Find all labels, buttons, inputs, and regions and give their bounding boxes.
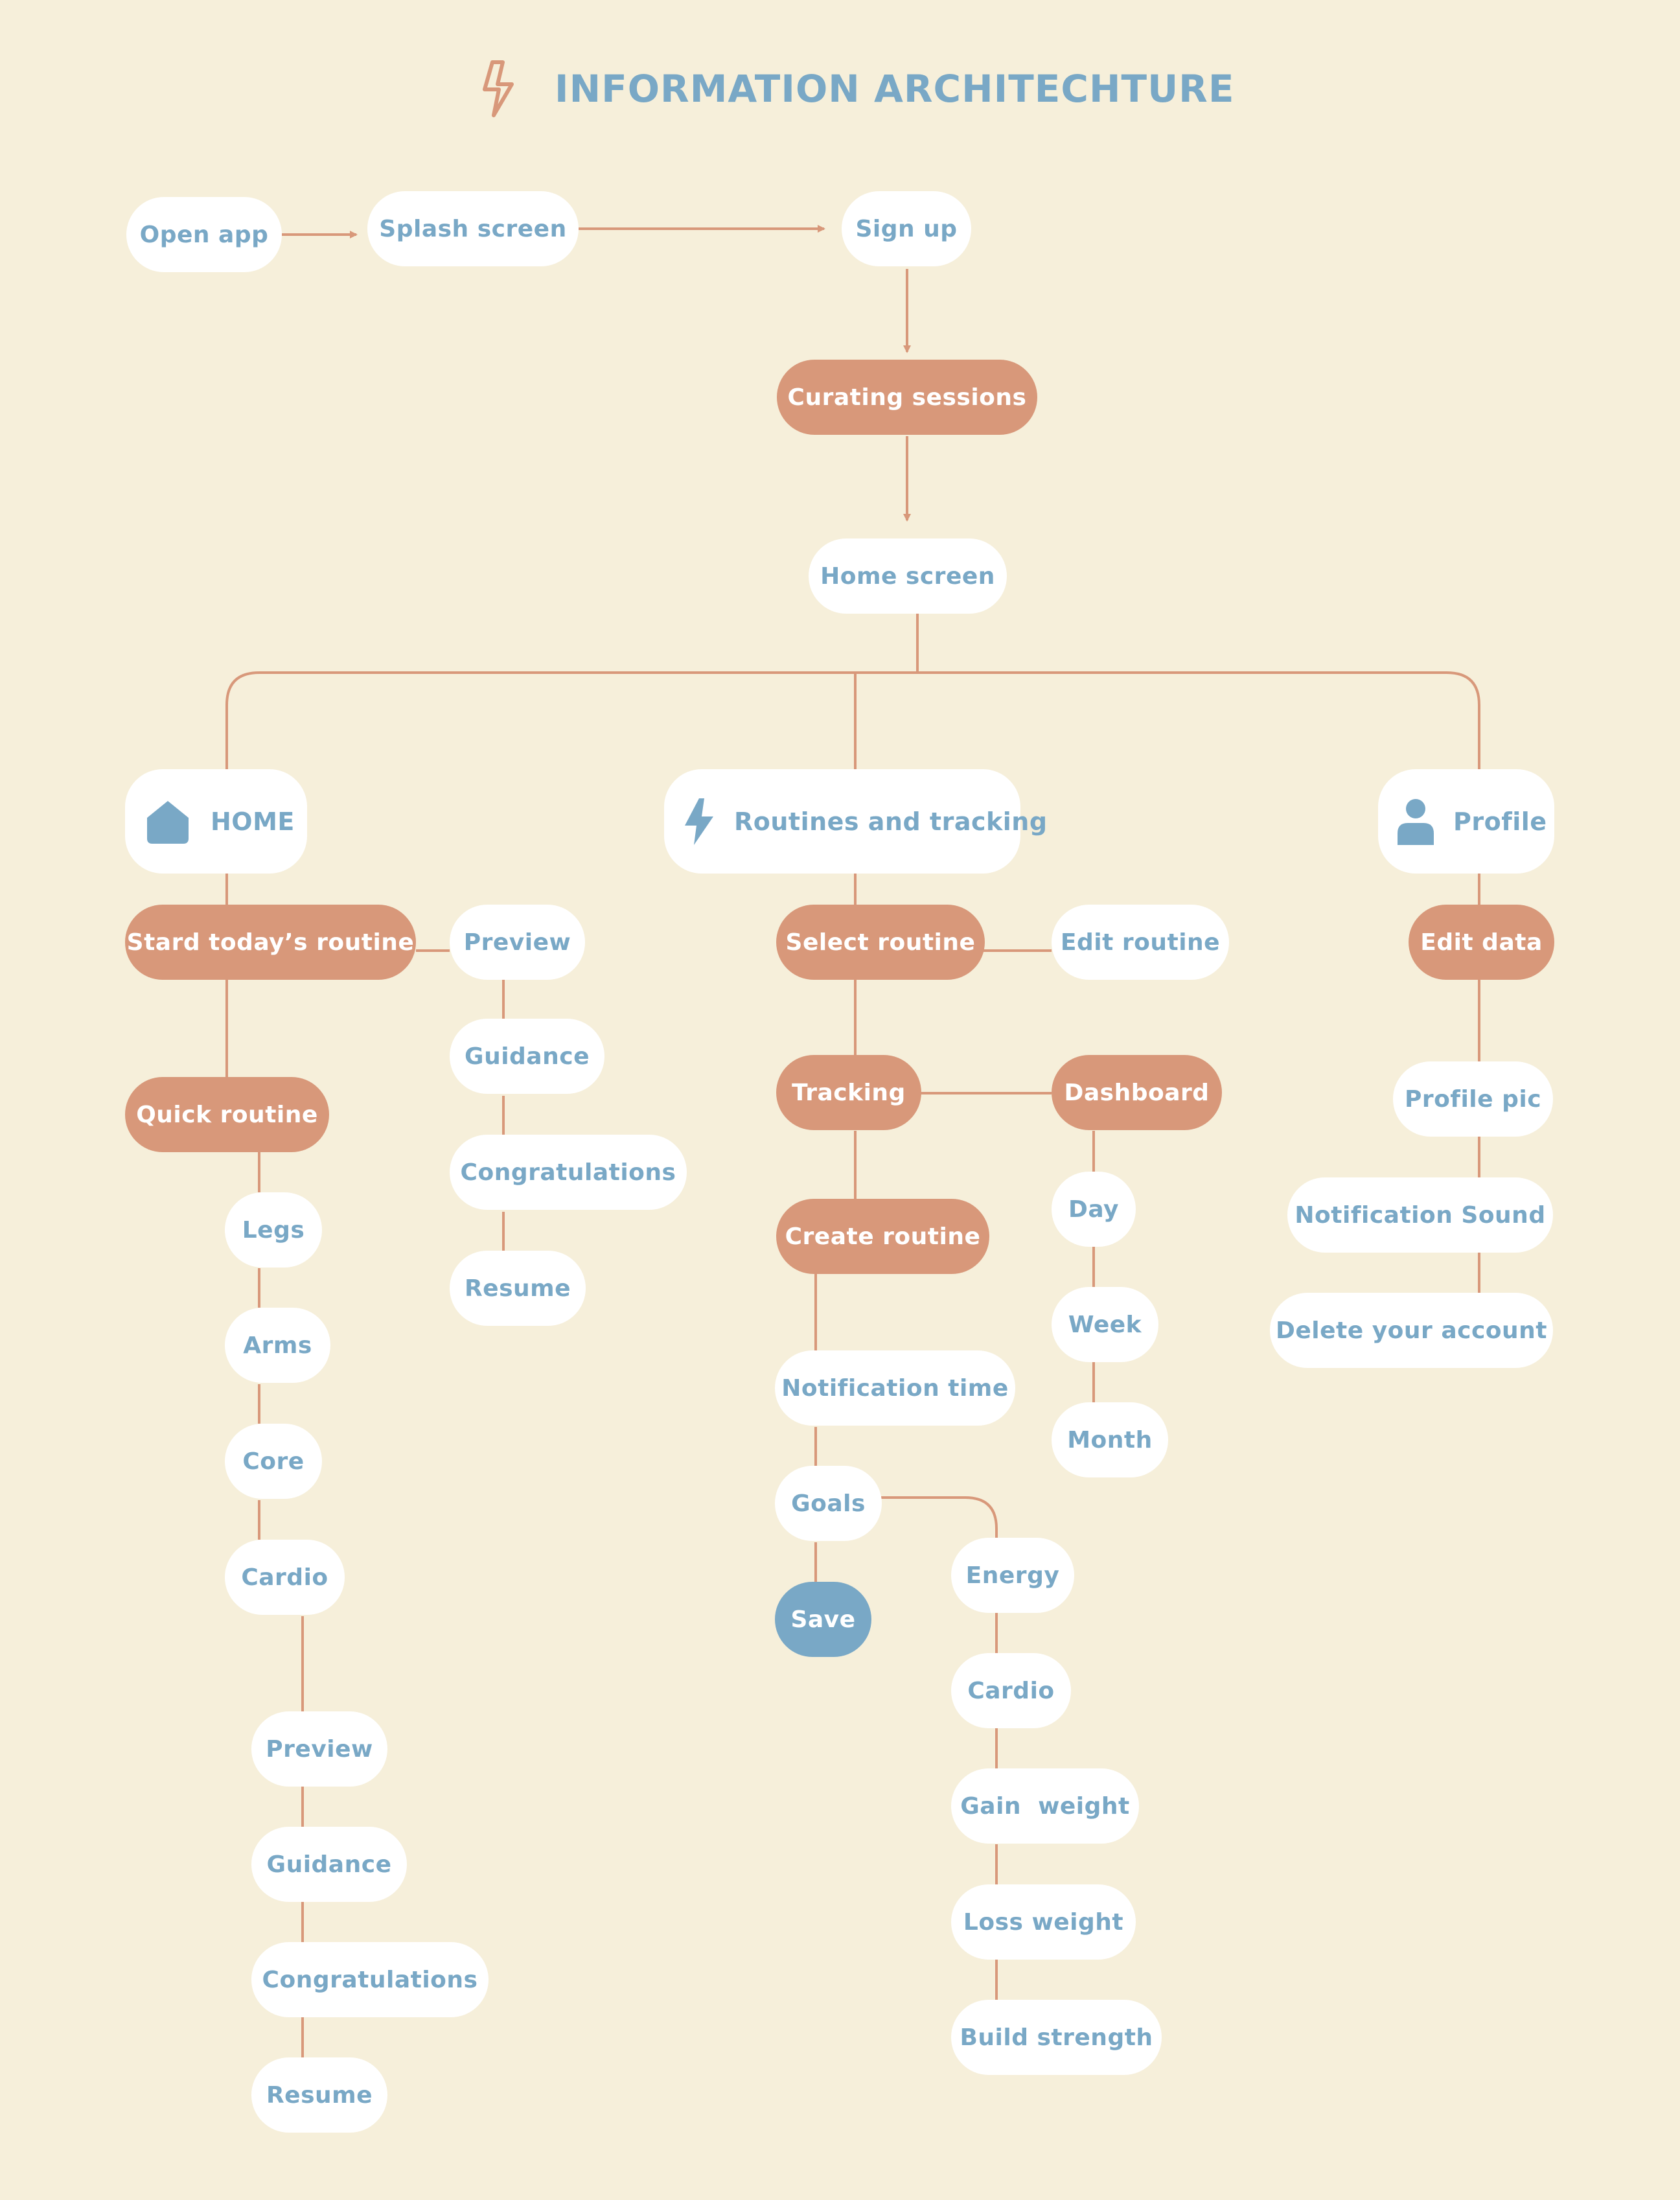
home-icon <box>147 800 189 844</box>
node-splash-screen: Splash screen <box>367 191 579 266</box>
node-save: Save <box>775 1582 871 1657</box>
node-month: Month <box>1052 1402 1168 1477</box>
section-profile-label: Profile <box>1453 807 1547 836</box>
node-create-routine: Create routine <box>776 1199 989 1274</box>
node-edit-routine: Edit routine <box>1052 905 1229 980</box>
page-title: INFORMATION ARCHITECHTURE <box>555 67 1235 111</box>
node-sign-up: Sign up <box>842 191 971 266</box>
node-week: Week <box>1052 1287 1158 1362</box>
node-quick-routine: Quick routine <box>125 1077 329 1152</box>
node-preview-2: Preview <box>251 1711 387 1787</box>
diagram-title: INFORMATION ARCHITECHTURE <box>479 60 1234 118</box>
section-routines-label: Routines and tracking <box>734 807 1048 836</box>
node-cardio-goal: Cardio <box>951 1653 1071 1728</box>
section-home-label: HOME <box>211 807 295 836</box>
node-loss-weight: Loss weight <box>951 1884 1136 1960</box>
section-profile: Profile <box>1378 769 1554 874</box>
node-dashboard: Dashboard <box>1052 1055 1222 1130</box>
section-routines: Routines and tracking <box>664 769 1047 874</box>
node-core: Core <box>225 1424 322 1499</box>
node-select-routine: Select routine <box>776 905 985 980</box>
node-energy: Energy <box>951 1538 1074 1613</box>
node-start-routine: Stard today’s routine <box>125 905 416 980</box>
section-home: HOME <box>125 769 307 874</box>
node-legs: Legs <box>225 1192 322 1268</box>
node-tracking: Tracking <box>776 1055 921 1130</box>
node-notification-time: Notification time <box>775 1350 1015 1426</box>
lightning-icon <box>685 798 713 845</box>
node-open-app: Open app <box>126 197 282 272</box>
node-guidance-2: Guidance <box>251 1827 407 1902</box>
node-home-screen: Home screen <box>809 538 1007 614</box>
node-preview: Preview <box>450 905 585 980</box>
node-gain-weight: Gain weight <box>951 1768 1139 1844</box>
node-profile-pic: Profile pic <box>1393 1061 1553 1137</box>
node-curating-sessions: Curating sessions <box>777 360 1037 435</box>
node-cardio: Cardio <box>225 1540 345 1615</box>
node-notification-sound: Notification Sound <box>1287 1177 1553 1253</box>
node-resume: Resume <box>450 1251 586 1326</box>
node-day: Day <box>1052 1172 1136 1247</box>
node-resume-2: Resume <box>251 2057 387 2133</box>
person-icon <box>1398 798 1434 845</box>
lightning-icon <box>483 60 514 117</box>
node-build-strength: Build strength <box>951 2000 1162 2075</box>
node-congratulations-2: Congratulations <box>251 1942 489 2017</box>
node-delete-account: Delete your account <box>1270 1293 1553 1368</box>
node-guidance: Guidance <box>450 1019 604 1094</box>
node-goals: Goals <box>775 1466 882 1541</box>
node-arms: Arms <box>225 1308 330 1383</box>
node-congratulations: Congratulations <box>450 1135 687 1210</box>
node-edit-data: Edit data <box>1409 905 1554 980</box>
